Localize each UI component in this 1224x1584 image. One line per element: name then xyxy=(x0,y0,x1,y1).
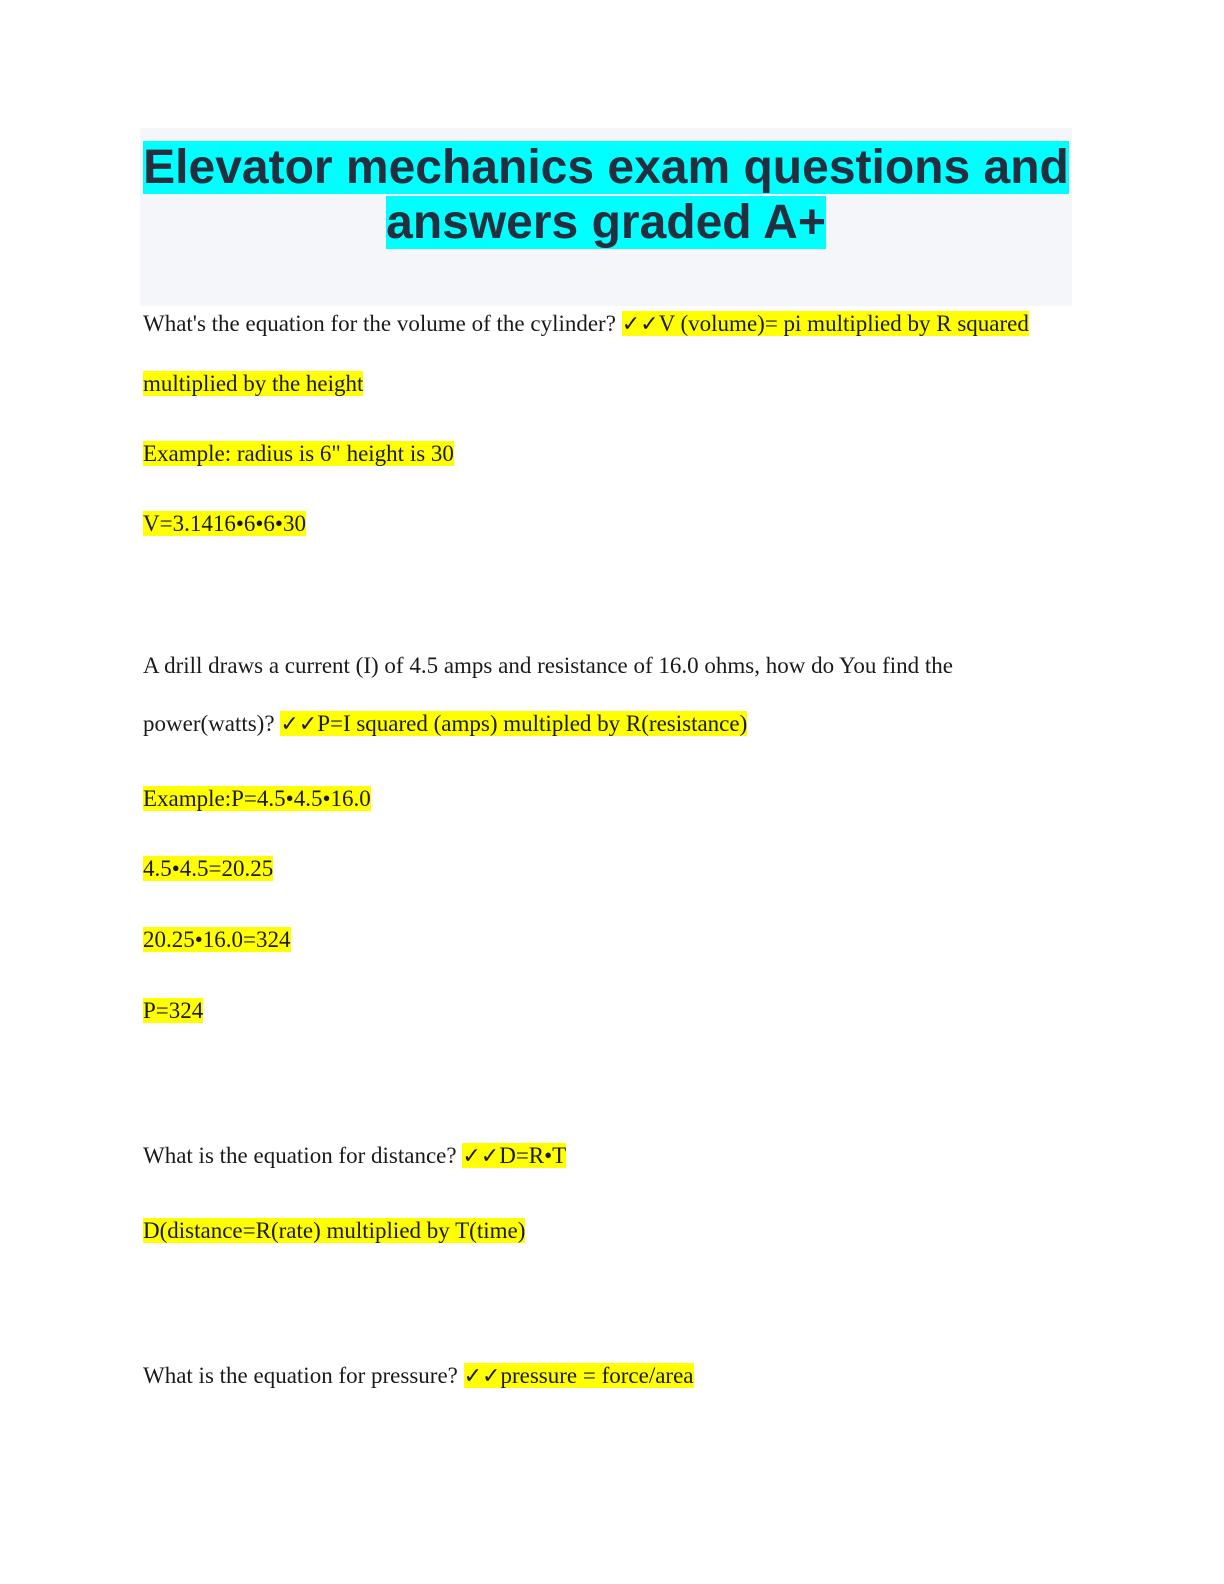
answer-2-first: ✓✓P=I squared (amps) multipled by R(resi… xyxy=(280,711,748,737)
answer-2-line: Example:P=4.5•4.5•16.0 xyxy=(143,786,371,811)
double-check-icon: ✓✓ xyxy=(280,712,318,737)
answer-3-first: ✓✓D=R•T xyxy=(462,1143,567,1169)
answer-text: D=R•T xyxy=(499,1143,567,1168)
question-text: What is the equation for pressure? xyxy=(143,1363,464,1388)
question-2: power(watts)? ✓✓P=I squared (amps) multi… xyxy=(143,710,748,739)
answer-text: P=I squared (amps) multipled by R(resist… xyxy=(317,711,748,736)
document-title: Elevator mechanics exam questions and an… xyxy=(140,140,1072,250)
answer-1-first: ✓✓V (volume)= pi multiplied by R squared xyxy=(621,311,1029,337)
question-3: What is the equation for distance? ✓✓D=R… xyxy=(143,1142,567,1171)
question-1: What's the equation for the volume of th… xyxy=(143,310,1029,339)
double-check-icon: ✓✓ xyxy=(621,312,659,337)
answer-3-line: D(distance=R(rate) multiplied by T(time) xyxy=(143,1218,526,1243)
answer-1-line: V=3.1416•6•6•30 xyxy=(143,511,306,536)
answer-text: pressure = force/area xyxy=(500,1363,694,1388)
question-4: What is the equation for pressure? ✓✓pre… xyxy=(143,1362,694,1391)
answer-text: V (volume)= pi multiplied by R squared xyxy=(658,311,1029,336)
answer-2-line: 4.5•4.5=20.25 xyxy=(143,856,274,881)
question-text: power(watts)? xyxy=(143,711,281,736)
answer-2-line: P=324 xyxy=(143,998,204,1023)
double-check-icon: ✓✓ xyxy=(463,1364,501,1389)
title-line-1: Elevator mechanics exam questions and xyxy=(143,141,1069,194)
answer-1-line: Example: radius is 6" height is 30 xyxy=(143,441,454,466)
title-line-2: answers graded A+ xyxy=(386,196,826,249)
question-text: What is the equation for distance? xyxy=(143,1143,463,1168)
answer-1-line: multiplied by the height xyxy=(143,371,364,396)
answer-4-first: ✓✓pressure = force/area xyxy=(463,1363,694,1389)
answer-2-line: 20.25•16.0=324 xyxy=(143,927,291,952)
question-text: What's the equation for the volume of th… xyxy=(143,311,622,336)
double-check-icon: ✓✓ xyxy=(462,1144,500,1169)
question-2-line-1: A drill draws a current (I) of 4.5 amps … xyxy=(143,653,953,678)
